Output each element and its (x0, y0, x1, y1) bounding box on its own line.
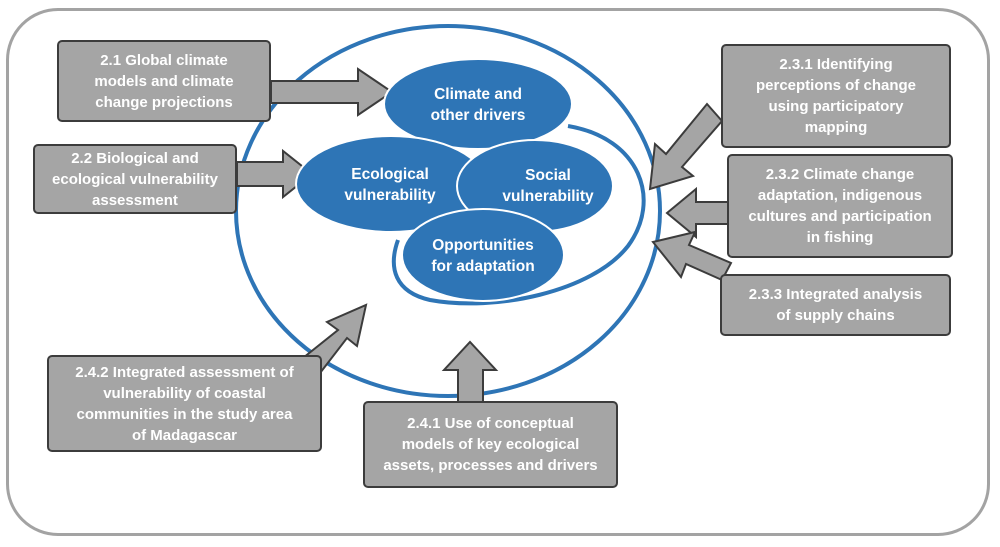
box-integrated-assessment: 2.4.2 Integrated assessment of vulnerabi… (47, 355, 322, 452)
arrow-b232 (665, 186, 729, 240)
arrow-b231 (648, 102, 724, 191)
box-biological-vulnerability: 2.2 Biological and ecological vulnerabil… (33, 144, 237, 214)
arrow-b241 (441, 340, 499, 403)
box-global-climate-models: 2.1 Global climate models and climate ch… (57, 40, 271, 122)
ellipse-opportunities-adaptation (401, 208, 565, 302)
label-climate-drivers: Climate and other drivers (430, 86, 526, 124)
box-conceptual-models: 2.4.1 Use of conceptual models of key ec… (363, 401, 618, 488)
label-ecological-vulnerability: Ecological vulnerability (344, 166, 436, 204)
arrow-b21 (270, 67, 394, 117)
ellipse-climate-drivers (383, 58, 573, 150)
box-supply-chains: 2.3.3 Integrated analysis of supply chai… (720, 274, 951, 336)
label-social-vulnerability: Social vulnerability (502, 167, 594, 205)
box-participatory-mapping: 2.3.1 Identifying perceptions of change … (721, 44, 951, 148)
arrow-b233 (651, 230, 733, 282)
label-opportunities-adaptation: Opportunities for adaptation (431, 237, 535, 275)
box-indigenous-cultures: 2.3.2 Climate change adaptation, indigen… (727, 154, 953, 258)
inner-loop (391, 124, 646, 306)
